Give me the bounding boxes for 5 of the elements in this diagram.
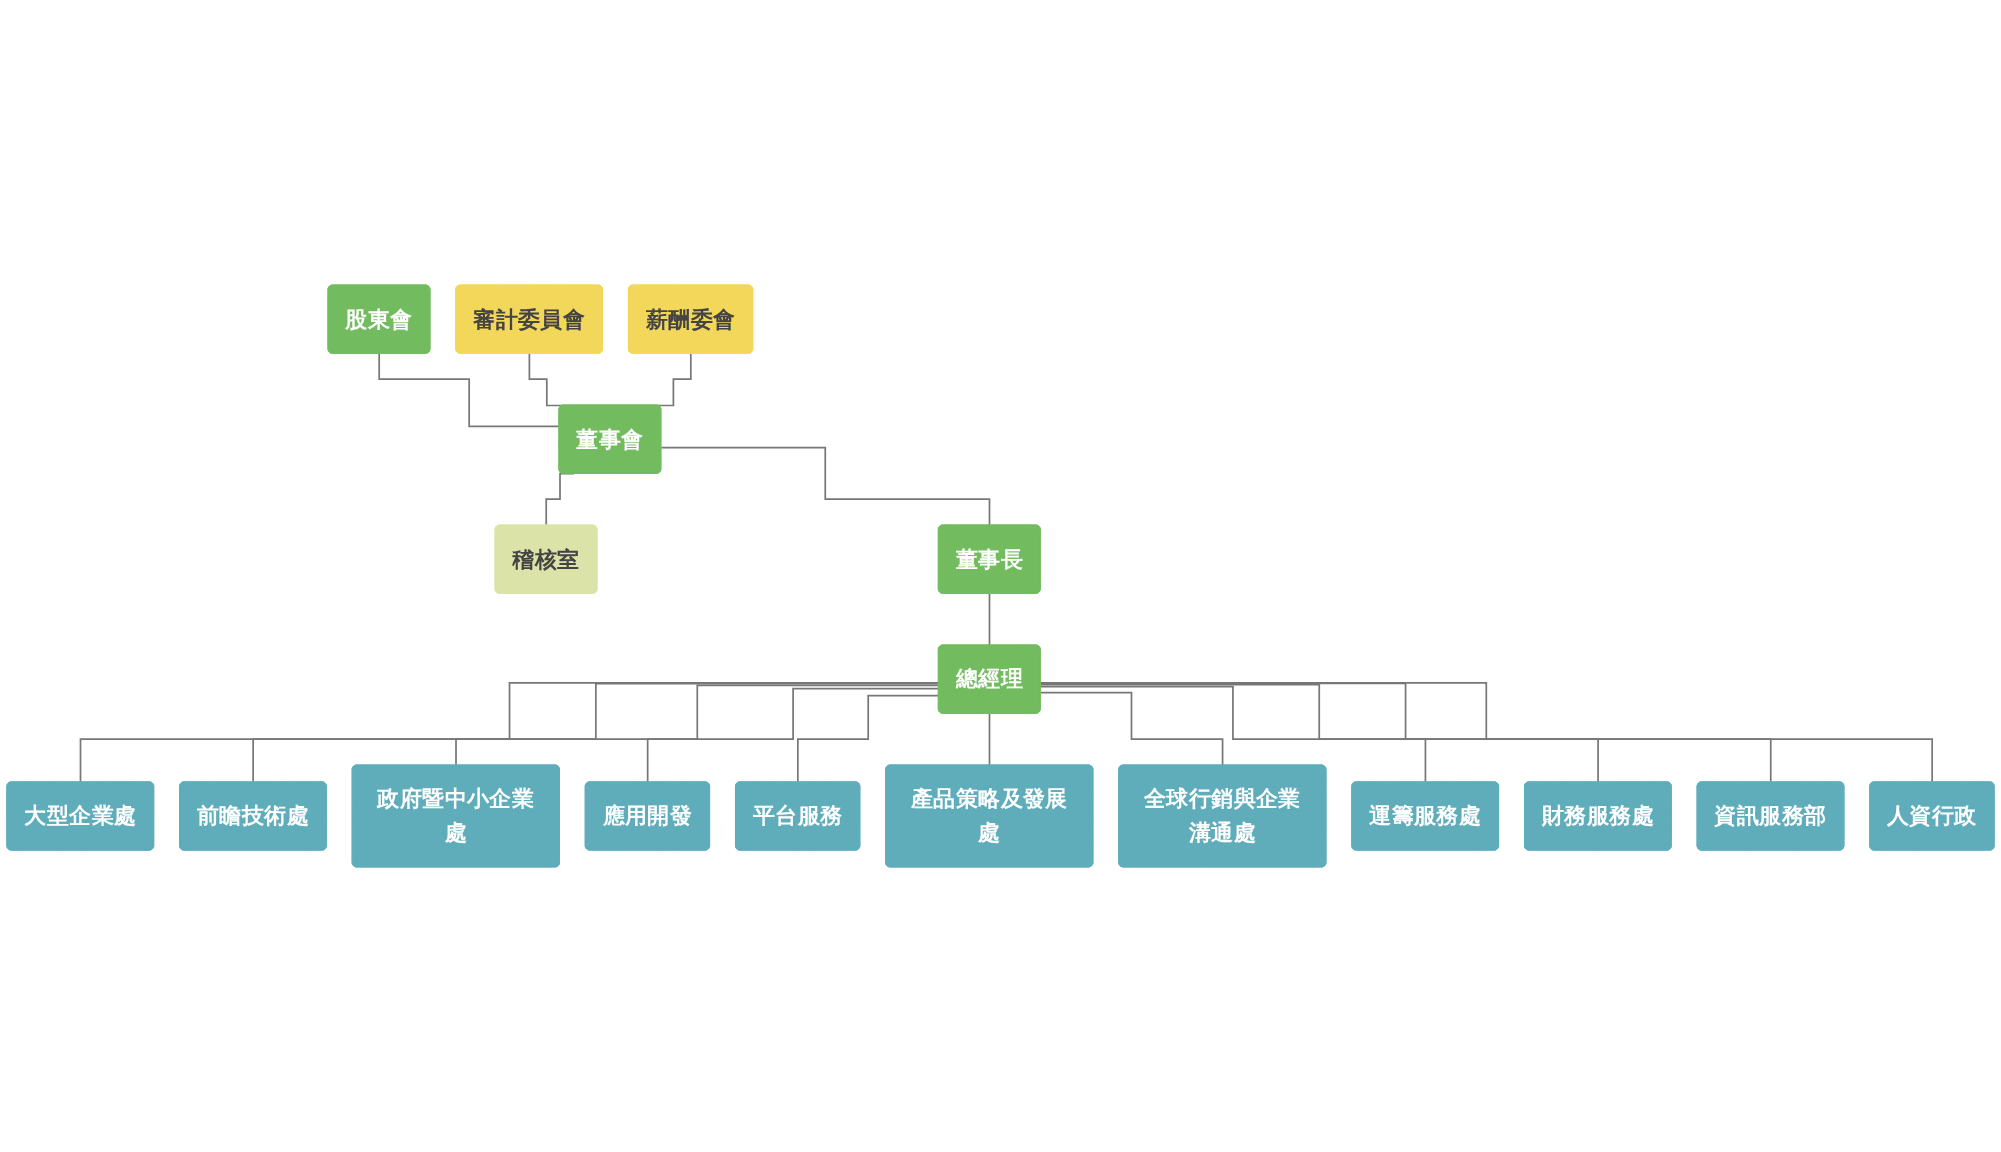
connector xyxy=(455,684,940,767)
connector xyxy=(988,592,991,647)
connector xyxy=(988,712,991,767)
connector xyxy=(660,446,991,527)
connector xyxy=(1039,691,1224,767)
